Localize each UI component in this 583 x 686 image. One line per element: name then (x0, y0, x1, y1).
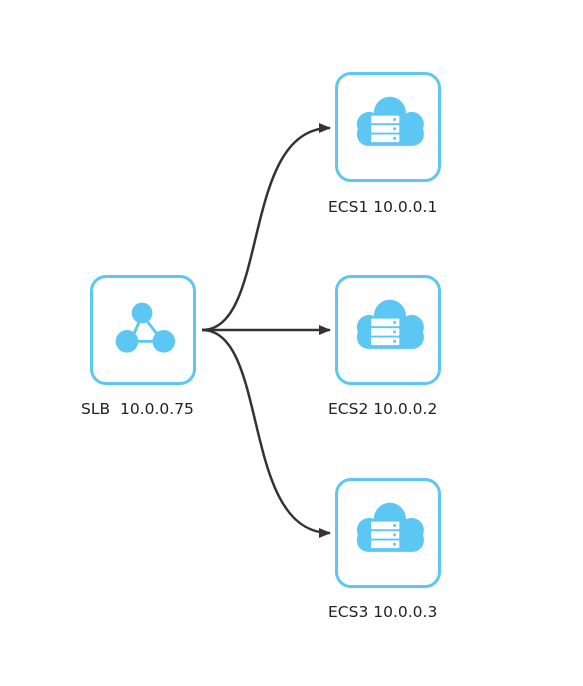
load-balancer-icon (115, 302, 176, 353)
ecs2-label: ECS2 10.0.0.2 (328, 400, 438, 418)
ecs2-node[interactable] (335, 275, 441, 385)
slb-label: SLB 10.0.0.75 (81, 400, 194, 418)
ecs3-label: ECS3 10.0.0.3 (328, 603, 438, 621)
cloud-server-icon (356, 299, 424, 349)
edge-slb-to-ecs3 (201, 328, 331, 538)
slb-node[interactable] (90, 275, 196, 385)
ecs1-label: ECS1 10.0.0.1 (328, 198, 438, 216)
cloud-server-icon (356, 502, 424, 552)
ecs1-node[interactable] (335, 72, 441, 182)
cloud-server-icon (356, 96, 424, 146)
edge-slb-to-ecs1 (201, 123, 331, 332)
ecs3-node[interactable] (335, 478, 441, 588)
